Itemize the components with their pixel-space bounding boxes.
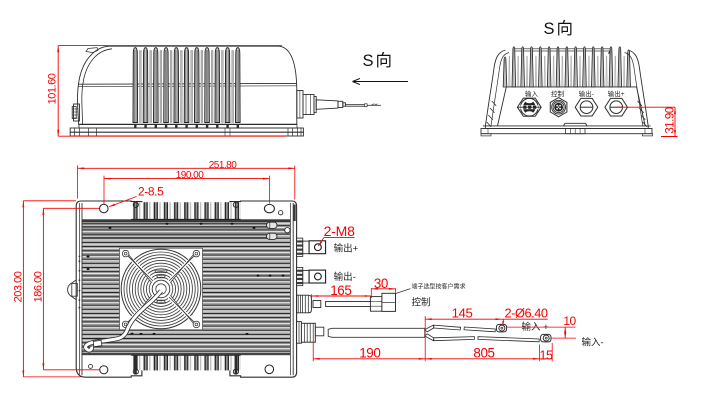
svg-text:10: 10: [563, 314, 576, 328]
svg-text:输入: 输入: [525, 89, 539, 98]
svg-text:S向: S向: [544, 19, 576, 38]
svg-text:输出-: 输出-: [334, 271, 356, 283]
svg-text:S向: S向: [363, 51, 395, 70]
svg-text:2-8.5: 2-8.5: [138, 185, 164, 199]
svg-text:15: 15: [539, 349, 553, 363]
svg-text:203.00: 203.00: [12, 271, 24, 302]
svg-text:端子选型按客户需求: 端子选型按客户需求: [412, 282, 466, 290]
svg-text:805: 805: [473, 346, 494, 361]
svg-text:2-Ø6.40: 2-Ø6.40: [505, 305, 548, 320]
svg-text:控制: 控制: [412, 297, 431, 309]
svg-text:2-M8: 2-M8: [324, 223, 356, 239]
svg-text:31.90: 31.90: [665, 107, 677, 133]
svg-text:165: 165: [330, 283, 351, 298]
svg-text:190: 190: [359, 346, 380, 361]
svg-text:190.00: 190.00: [176, 170, 205, 181]
svg-text:30: 30: [374, 276, 388, 291]
svg-text:186.00: 186.00: [32, 271, 44, 302]
svg-text:101.60: 101.60: [46, 73, 58, 104]
svg-text:输出+: 输出+: [334, 243, 359, 255]
svg-text:251.80: 251.80: [209, 160, 238, 171]
svg-text:输出-: 输出-: [579, 89, 594, 98]
svg-text:输入-: 输入-: [582, 336, 604, 348]
svg-text:控制: 控制: [551, 89, 565, 98]
svg-text:输出+: 输出+: [608, 89, 625, 98]
svg-text:145: 145: [452, 306, 473, 321]
